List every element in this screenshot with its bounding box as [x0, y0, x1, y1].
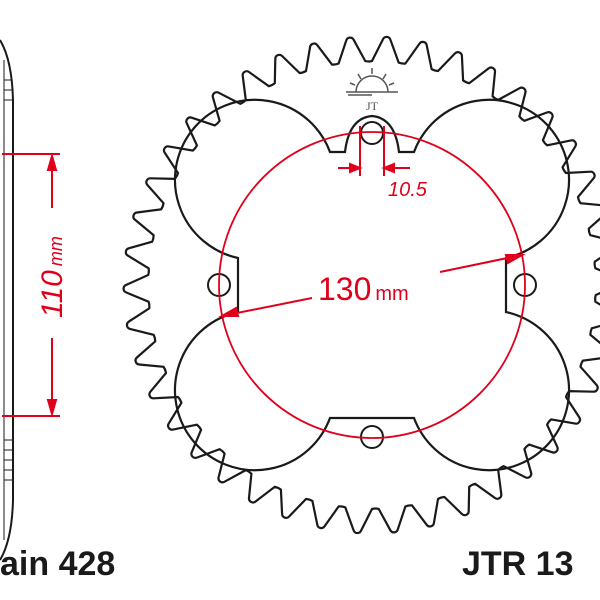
side-view — [0, 39, 14, 561]
part-number-label: JTR 13 — [462, 545, 574, 583]
sun-logo-icon — [346, 68, 398, 96]
hole-dimension-label: 10.5 — [388, 179, 428, 201]
side-view-teeth — [4, 79, 12, 481]
bore-dimension-label: 110mm — [36, 236, 69, 318]
sprocket-teeth-outline — [122, 35, 600, 535]
logo-glyph: JT — [366, 99, 379, 113]
hole-dimension — [338, 126, 410, 176]
inner-cutout — [173, 98, 571, 472]
bolt-circle — [218, 131, 526, 439]
chain-size-label: ain 428 — [0, 545, 116, 583]
bore-dimension — [2, 152, 60, 418]
bolt-circle-dimension — [218, 254, 526, 317]
